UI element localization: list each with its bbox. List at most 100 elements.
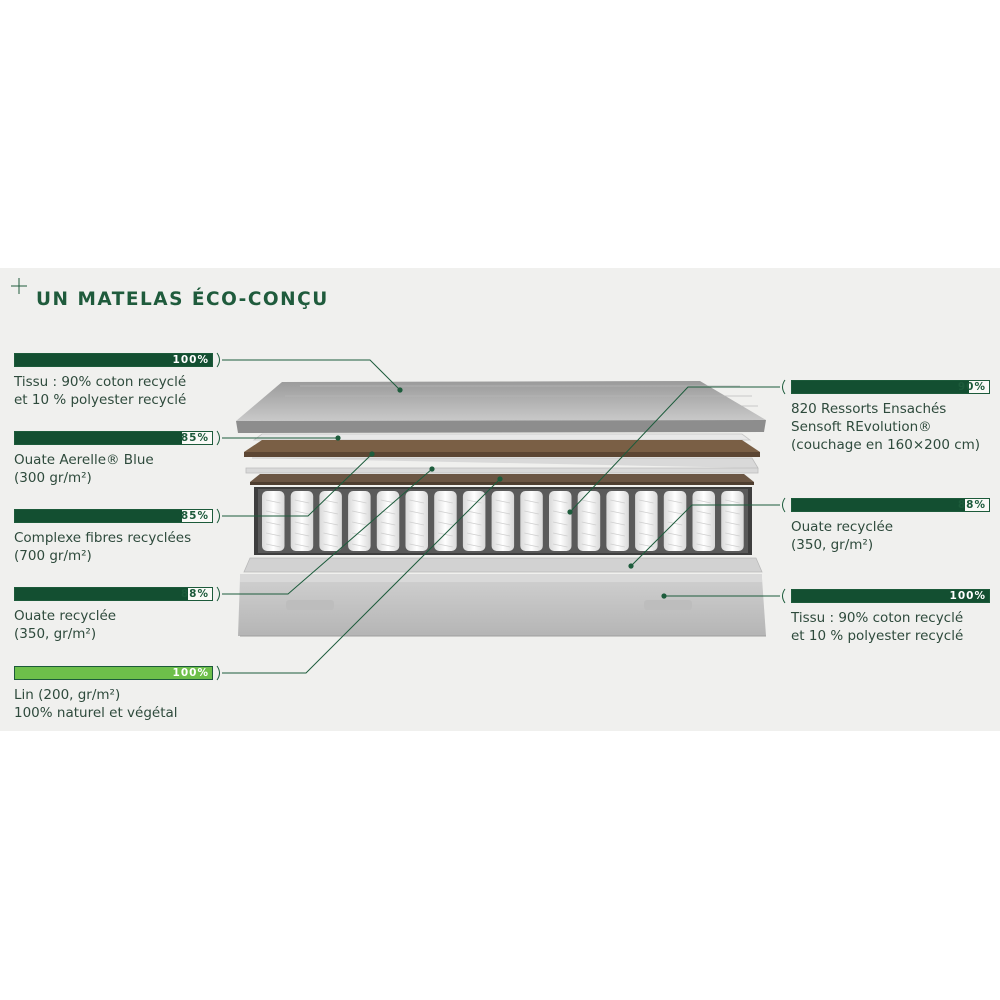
spring-coil-stitch [667,532,683,537]
spring-coil-stitch [639,521,654,526]
spring-coil [262,491,285,551]
leader-line-right-1-link [569,386,780,513]
percent-label: 88% [957,499,986,511]
callout-line: 100% naturel et végétal [14,705,178,721]
leader-line-left-4-link [222,468,433,595]
leader-line-left-1 [216,352,220,368]
percent-fill [15,588,189,600]
spring-coil-stitch [265,532,281,537]
spring-coil-stitch [466,543,482,548]
plus-icon [11,278,27,294]
leader-line-right-1 [782,379,786,395]
spring-coil-stitch [725,532,740,537]
percent-bar: 100% [14,666,213,680]
spring-coil-stitch [696,499,712,504]
spring-coil [692,491,715,551]
leader-dot [628,563,634,569]
callout-line: (couchage en 160×200 cm) [791,437,981,453]
spring-coil-stitch [323,510,338,515]
spring-coil-stitch [581,532,597,537]
callout-label: Ouate recyclée (350, gr/m²) [14,607,213,643]
callout-line: Lin (200, gr/m²) [14,687,121,703]
spring-coil-stitch [352,499,367,504]
spring-coil-stitch [438,521,453,526]
spring-coil-stitch [294,543,310,548]
spring-coil-stitch [552,510,568,515]
spring-coil-stitch [725,543,740,548]
spring-coil-stitch [380,532,396,537]
spring-coil-stitch [466,521,482,526]
callout-left-5: 100% Lin (200, gr/m²) 100% naturel et vé… [14,666,213,722]
spring-coil [319,491,342,551]
spring-coil-stitch [323,521,338,526]
spring-coil-stitch [438,510,453,515]
spring-coil-stitch [380,521,396,526]
spring-coil-stitch [696,543,712,548]
spring-coil-stitch [466,532,482,537]
layer-wadding [243,557,763,573]
callout-line: Complexe fibres recyclées [14,530,192,546]
percent-bar: 88% [791,498,990,512]
leader-line-left-2 [216,430,220,446]
spring-coil-stitch [438,499,453,504]
spring-coil-stitch [639,532,654,537]
callout-left-1: 100% Tissu : 90% coton recyclé et 10 % p… [14,353,213,409]
spring-coil-stitch [639,499,654,504]
spring-coil [405,491,428,551]
percent-label: 85% [180,432,209,444]
spring-coil-stitch [438,532,453,537]
spring-coil-stitch [352,543,367,548]
callout-label: Complexe fibres recyclées (700 gr/m²) [14,529,213,565]
spring-coil-stitch [352,521,367,526]
percent-label: 88% [180,588,209,600]
spring-coil-stitch [667,510,683,515]
callout-line: et 10 % polyester recyclé [14,392,187,408]
spring-coil [606,491,629,551]
spring-coil [549,491,572,551]
spring-coil-stitch [294,521,310,526]
spring-coil-stitch [409,532,425,537]
spring-coil-stitch [323,499,338,504]
callout-left-3: 85% Complexe fibres recyclées (700 gr/m²… [14,509,213,565]
percent-label: 90% [957,381,986,393]
callout-line: (350, gr/m²) [14,626,97,642]
spring-coil-stitch [466,499,482,504]
leader-line-left-5 [216,665,220,681]
spring-coil-stitch [265,543,281,548]
spring-coil-stitch [552,543,568,548]
spring-coil-stitch [725,510,740,515]
spring-coil-stitch [667,499,683,504]
callout-right-2: 88% Ouate recyclée (350, gr/m²) [791,498,990,554]
spring-coil [663,491,687,551]
spring-coil-stitch [495,521,511,526]
spring-coil-stitch [495,532,511,537]
spring-coil-stitch [438,543,453,548]
layer-aerelle [244,440,760,457]
spring-coil-stitch [409,543,425,548]
callout-line: Ouate recyclée [791,519,894,535]
spring-coil-stitch [667,543,683,548]
page-title: UN MATELAS ÉCO-CONÇU [36,289,329,310]
spring-coil-stitch [581,543,597,548]
leader-line-right-2 [782,497,786,513]
callout-line: Sensoft REvolution® [791,419,932,435]
spring-coil-stitch [725,521,740,526]
callout-line: (300 gr/m²) [14,470,92,486]
spring-coil-stitch [552,499,568,504]
spring-coil-stitch [323,532,338,537]
leader-dot [397,387,403,393]
spring-coil-stitch [552,521,568,526]
spring-coil-stitch [409,510,425,515]
percent-bar: 88% [14,587,213,601]
percent-label: 85% [180,510,209,522]
layer-thin-white [252,433,752,441]
percent-bar: 100% [14,353,213,367]
spring-coil-stitch [581,521,597,526]
callout-label: 820 Ressorts Ensachés Sensoft REvolution… [791,400,990,454]
spring-coil-stitch [495,510,511,515]
spring-coil [721,491,744,551]
spring-coil-stitch [409,499,425,504]
spring-coil-stitch [552,532,568,537]
percent-label: 100% [949,590,986,602]
